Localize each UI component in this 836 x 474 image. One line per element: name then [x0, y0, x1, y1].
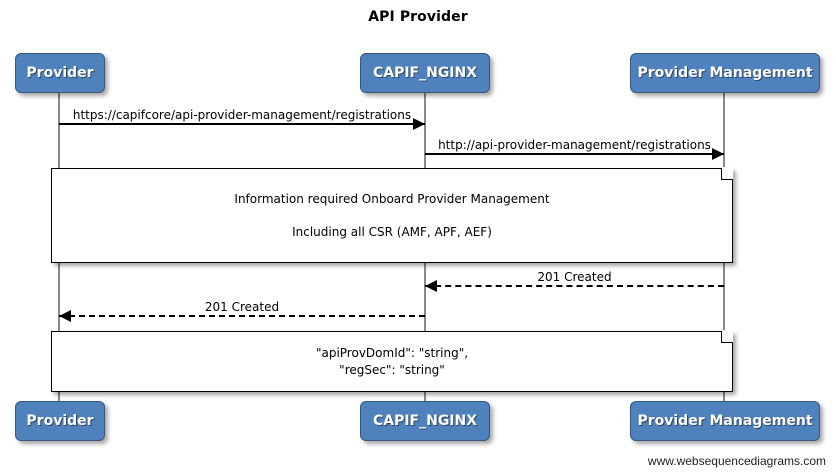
note-information-required-body: Information required Onboard Provider Ma… — [52, 169, 732, 262]
note-information-required-line-1: Information required Onboard Provider Ma… — [234, 191, 550, 206]
note-information-required: Information required Onboard Provider Ma… — [51, 167, 733, 263]
message-3: 201 Created — [425, 261, 724, 292]
message-2-arrowhead-icon — [712, 148, 724, 160]
note-fold-corner-icon — [721, 167, 733, 180]
participant-provider-management-top-label: Provider Management — [637, 65, 813, 81]
note-response-payload-line-1: "apiProvDomId": "string", — [315, 345, 469, 360]
message-2-label: http://api-provider-management/registrat… — [438, 138, 711, 152]
participant-provider-bottom-label: Provider — [26, 413, 94, 429]
participant-capif-nginx-bottom-label: CAPIF_NGINX — [372, 413, 478, 429]
participant-provider-top-label: Provider — [26, 65, 94, 81]
message-1-line — [59, 123, 425, 125]
message-1-label: https://capifcore/api-provider-managemen… — [72, 108, 412, 122]
note-fold-corner-icon-2 — [721, 330, 733, 343]
participant-capif-nginx-top-label: CAPIF_NGINX — [372, 65, 478, 81]
message-2: http://api-provider-management/registrat… — [425, 129, 724, 160]
participant-provider-bottom[interactable]: Provider — [15, 401, 105, 441]
note-information-required-line-2: Including all CSR (AMF, APF, AEF) — [292, 224, 492, 239]
note-response-payload: "apiProvDomId": "string", "regSec": "str… — [51, 330, 733, 392]
message-4: 201 Created — [59, 291, 425, 322]
message-1-arrowhead-icon — [413, 118, 425, 130]
message-1: https://capifcore/api-provider-managemen… — [59, 99, 425, 130]
message-3-label: 201 Created — [537, 270, 612, 284]
participant-capif-nginx-top[interactable]: CAPIF_NGINX — [360, 53, 490, 93]
message-4-label: 201 Created — [204, 300, 280, 314]
message-2-line — [425, 153, 724, 155]
message-4-arrowhead-icon — [59, 310, 71, 322]
participant-provider-management-top[interactable]: Provider Management — [630, 53, 820, 93]
participant-provider-management-bottom-label: Provider Management — [637, 413, 813, 429]
participant-provider-top[interactable]: Provider — [15, 53, 105, 93]
message-4-line — [59, 315, 425, 317]
note-response-payload-line-2: "regSec": "string" — [339, 362, 445, 377]
message-3-line — [425, 285, 724, 287]
participant-provider-management-bottom[interactable]: Provider Management — [630, 401, 820, 441]
message-3-arrowhead-icon — [425, 280, 437, 292]
diagram-title: API Provider — [368, 9, 468, 25]
watermark: www.websequencediagrams.com — [647, 454, 826, 468]
participant-capif-nginx-bottom[interactable]: CAPIF_NGINX — [360, 401, 490, 441]
note-response-payload-body: "apiProvDomId": "string", "regSec": "str… — [52, 332, 732, 391]
